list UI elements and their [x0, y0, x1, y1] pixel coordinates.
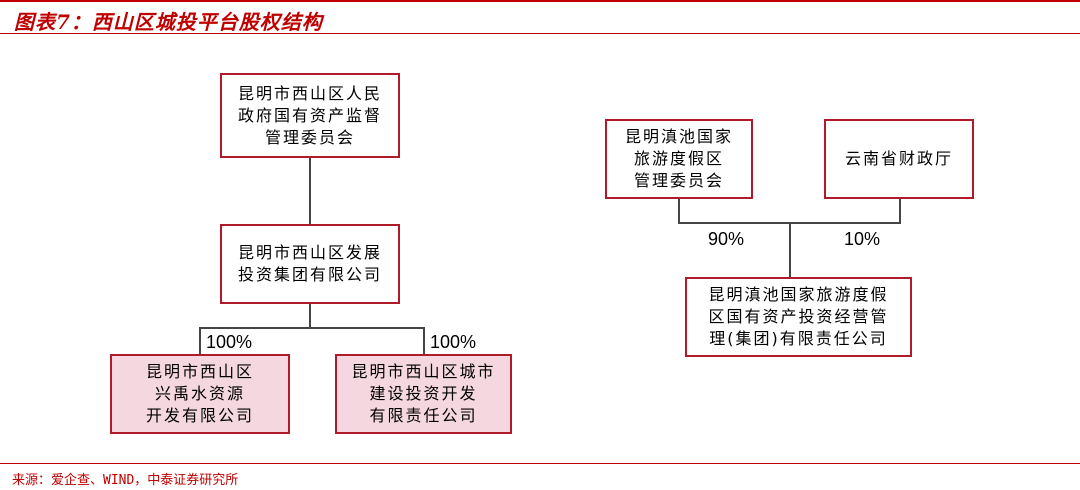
connector-to-city-construction: [423, 327, 425, 354]
share-dianchi-committee: 90%: [708, 229, 745, 249]
top-accent-line: [0, 0, 1080, 2]
share-city-construction: 100%: [430, 332, 477, 352]
node-dianchi-tourism-committee: 昆明滇池国家 旅游度假区 管理委员会: [605, 119, 753, 199]
connector-sasac-to-devgroup: [309, 158, 311, 224]
source-note: 来源：爱企查、WIND，中泰证券研究所: [12, 473, 239, 488]
share-yunnan-finance: 10%: [844, 229, 881, 249]
node-xingyu-water: 昆明市西山区 兴禹水资源 开发有限公司: [110, 354, 290, 434]
source-divider: [0, 463, 1080, 464]
node-city-construction: 昆明市西山区城市 建设投资开发 有限责任公司: [335, 354, 512, 434]
connector-finance-down: [899, 199, 901, 223]
title-divider: [0, 33, 1080, 34]
share-xingyu: 100%: [206, 332, 253, 352]
connector-to-xingyu: [199, 327, 201, 354]
connector-cmte-down: [678, 199, 680, 223]
connector-to-dianchi-group: [789, 222, 791, 277]
node-dianchi-state-asset-group: 昆明滇池国家旅游度假 区国有资产投资经营管 理(集团)有限责任公司: [685, 277, 912, 357]
node-xishan-dev-group: 昆明市西山区发展 投资集团有限公司: [220, 224, 400, 304]
figure-title: 图表7：西山区城投平台股权结构: [14, 10, 323, 34]
connector-devgroup-stem: [309, 304, 311, 328]
node-yunnan-finance: 云南省财政厅: [824, 119, 974, 199]
connector-devgroup-branch: [199, 327, 425, 329]
node-xishan-sasac: 昆明市西山区人民 政府国有资产监督 管理委员会: [220, 73, 400, 158]
